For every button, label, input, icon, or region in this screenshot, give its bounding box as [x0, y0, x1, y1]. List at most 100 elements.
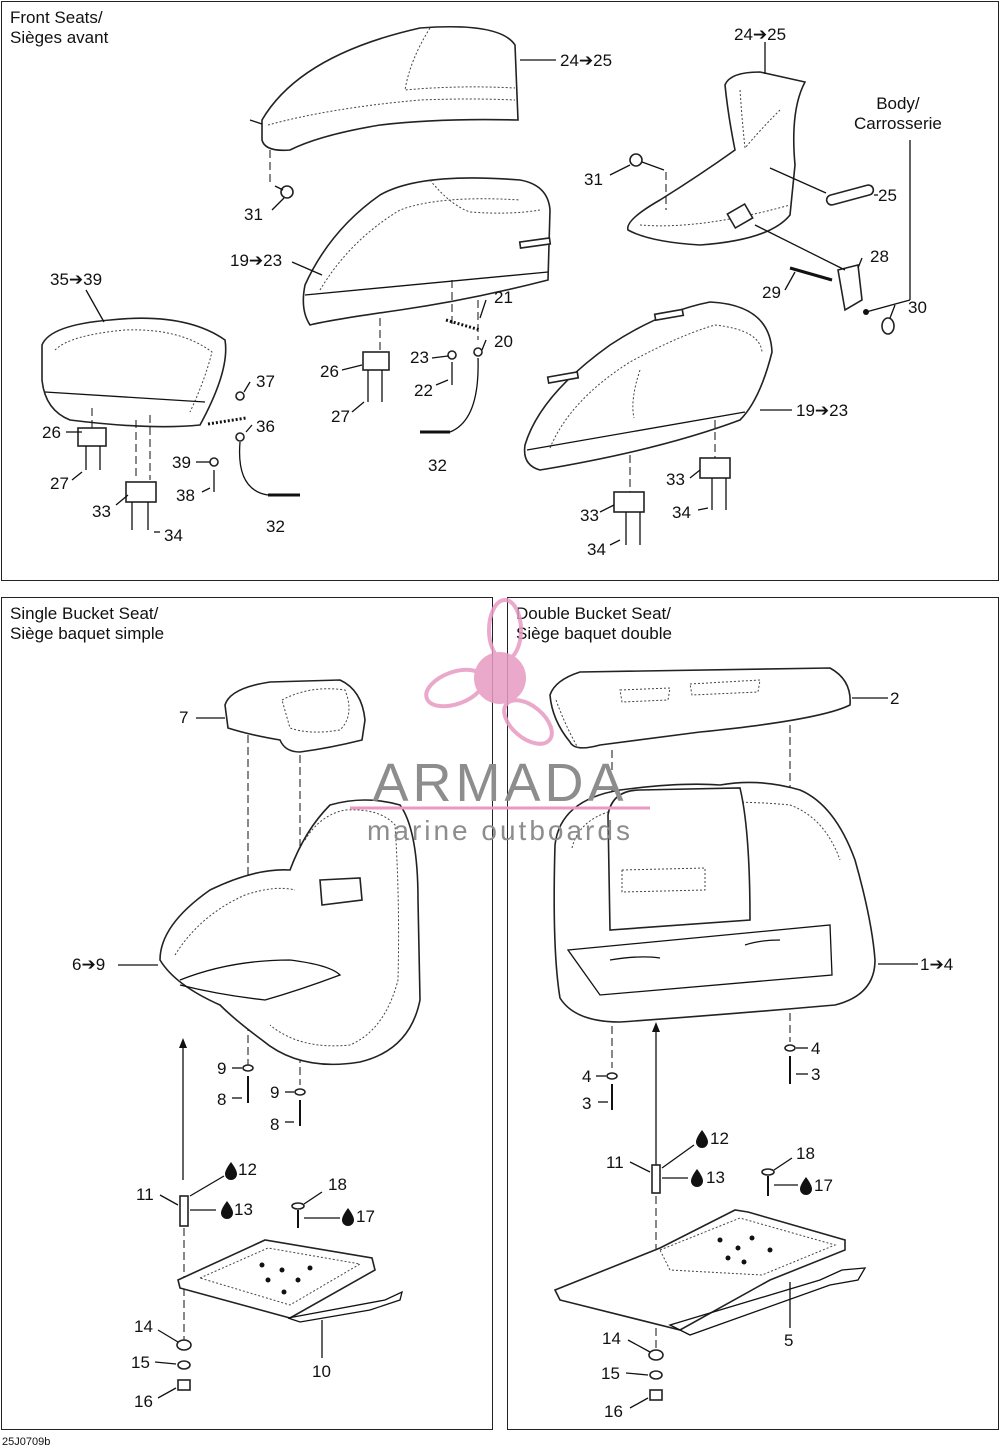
washer-37-shape	[235, 391, 245, 401]
label-32b: 32	[266, 517, 285, 536]
label-16b: 16	[604, 1402, 623, 1421]
label-31b: 31	[584, 170, 603, 189]
washer-15b-shape	[649, 1370, 663, 1380]
label-2: 2	[890, 689, 899, 708]
front-seats-title: Front Seats/ Sièges avant	[10, 8, 109, 47]
block-26a-shape	[362, 351, 390, 371]
label-8b: 8	[270, 1115, 279, 1134]
washer-30-shape	[863, 309, 895, 335]
label-24-25b: 24➔25	[734, 25, 786, 44]
washer-4a-shape	[606, 1072, 618, 1080]
washer-9a-shape	[242, 1064, 254, 1072]
watermark-brand: ARMADA	[372, 753, 628, 813]
single-headrest-shape	[224, 679, 366, 753]
double-headrest-shape	[549, 667, 851, 749]
label-6-9: 6➔9	[72, 955, 105, 974]
label-11b: 11	[606, 1153, 624, 1172]
stud-11b-shape	[651, 1164, 661, 1194]
label-39: 39	[172, 453, 191, 472]
label-26b: 26	[42, 423, 61, 442]
washer-15a-shape	[177, 1360, 191, 1370]
label-25: 25	[878, 186, 897, 205]
label-15a: 15	[131, 1353, 150, 1372]
rod-25-shape	[825, 184, 875, 206]
label-18b: 18	[796, 1144, 815, 1163]
label-35-39: 35➔39	[50, 270, 102, 289]
label-31a: 31	[244, 205, 263, 224]
label-16a: 16	[134, 1392, 153, 1411]
label-33b: 33	[580, 506, 599, 525]
label-12a: 12	[238, 1160, 257, 1179]
label-32a: 32	[428, 456, 447, 475]
label-33c: 33	[666, 470, 685, 489]
single-frame-10-shape	[177, 1239, 403, 1323]
single-bucket-seat-title: Single Bucket Seat/ Siège baquet simple	[10, 604, 165, 643]
single-bucket-shape	[159, 799, 421, 1066]
front-backrest-right-shape	[627, 71, 807, 246]
screw-31b-shape	[629, 153, 665, 171]
label-4b: 4	[811, 1039, 820, 1058]
sealant-drop-icon	[221, 1130, 812, 1226]
front-left-cushion-shape	[41, 317, 227, 428]
screw-27a-shape	[367, 370, 383, 402]
screw-18a-shape	[291, 1202, 305, 1228]
label-12b: 12	[710, 1129, 729, 1148]
label-22: 22	[414, 381, 433, 400]
double-frame-5-shape	[553, 1209, 867, 1336]
block-26b-shape	[77, 427, 107, 447]
label-34c: 34	[672, 503, 691, 522]
label-14a: 14	[134, 1317, 153, 1336]
label-7: 7	[179, 708, 188, 727]
label-11a: 11	[136, 1185, 154, 1204]
front-right-cushion-shape	[523, 301, 773, 471]
block-33c-shape	[699, 457, 731, 479]
label-8a: 8	[217, 1090, 226, 1109]
washer-4b-shape	[784, 1044, 796, 1052]
armada-propeller-logo	[424, 598, 554, 746]
front-backrest-shape	[261, 25, 519, 152]
label-18a: 18	[328, 1175, 347, 1194]
label-9a: 9	[217, 1059, 226, 1078]
label-13b: 13	[706, 1168, 725, 1187]
clip-20-shape	[473, 347, 483, 357]
label-13a: 13	[234, 1200, 253, 1219]
label-9b: 9	[270, 1083, 279, 1102]
label-14b: 14	[602, 1329, 621, 1348]
label-17b: 17	[814, 1176, 833, 1195]
label-24-25a: 24➔25	[560, 51, 612, 70]
label-34b: 34	[587, 540, 606, 559]
label-36: 36	[256, 417, 275, 436]
label-20: 20	[494, 332, 513, 351]
label-3b: 3	[811, 1065, 820, 1084]
label-5: 5	[784, 1331, 793, 1350]
label-15b: 15	[601, 1364, 620, 1383]
nut-16b-shape	[649, 1389, 663, 1401]
stud-11a-shape	[179, 1195, 189, 1227]
block-33b-shape	[613, 491, 645, 513]
label-30: 30	[908, 298, 927, 317]
screw-18b-shape	[761, 1168, 775, 1196]
label-29: 29	[762, 283, 781, 302]
diagram-reference: 25J0709b	[2, 1436, 51, 1448]
screw-34c-shape	[711, 478, 727, 510]
label-26a: 26	[320, 362, 339, 381]
block-33a-shape	[125, 481, 157, 503]
label-19-23b: 19➔23	[796, 401, 848, 420]
watermark-tagline: marine outboards	[367, 815, 633, 846]
pin-29-shape	[789, 266, 833, 282]
washer-23-shape	[447, 350, 457, 360]
label-34a: 34	[164, 526, 183, 545]
screw-27b-shape	[85, 446, 101, 470]
label-10: 10	[312, 1362, 331, 1381]
part-labels: 24➔25 24➔25 25 31 31 19➔23 19➔23 35➔39 2…	[42, 25, 953, 1421]
bracket-28-shape	[837, 264, 863, 312]
label-23: 23	[410, 348, 429, 367]
label-17a: 17	[356, 1207, 375, 1226]
label-37: 37	[256, 372, 275, 391]
screw-31a-shape	[274, 185, 294, 199]
front-center-cushion-shape	[302, 177, 552, 326]
nut-16a-shape	[177, 1379, 191, 1391]
label-38: 38	[176, 486, 195, 505]
label-19-23a: 19➔23	[230, 251, 282, 270]
